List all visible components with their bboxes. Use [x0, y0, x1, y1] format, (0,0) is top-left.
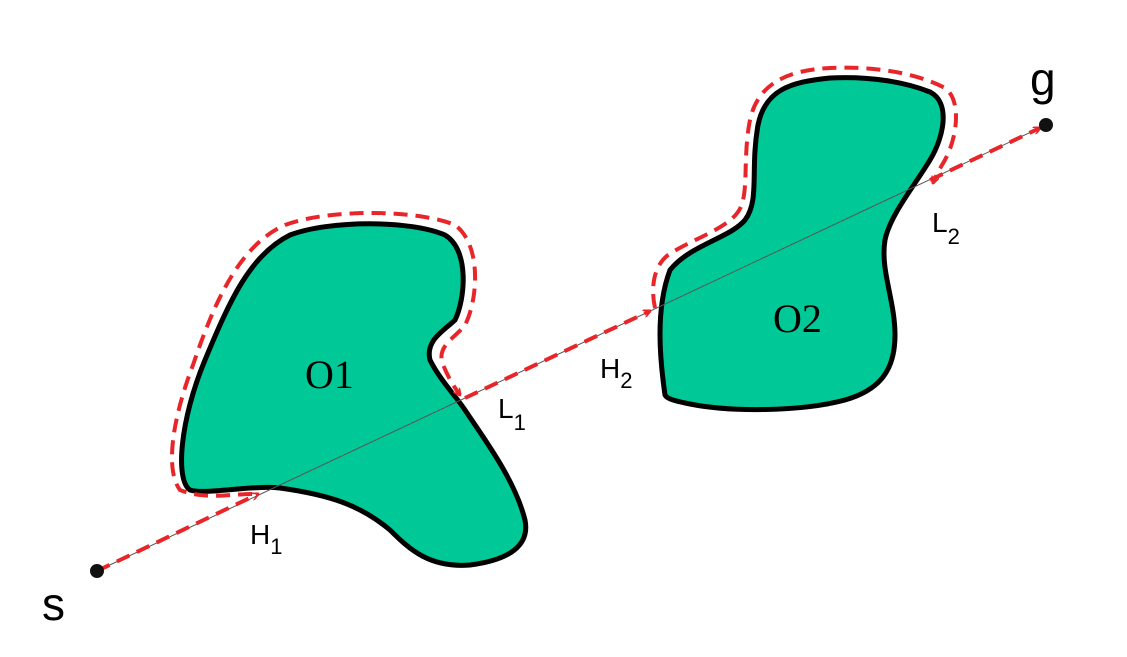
start-label: s — [42, 578, 65, 630]
hit-point-h1-label: H1 — [250, 519, 282, 559]
hit-point-h2-label: H2 — [600, 353, 632, 393]
path-segment-l2-to-g — [929, 126, 1040, 182]
leave-point-l2-label: L2 — [932, 207, 960, 249]
obstacle-o1-label: O1 — [305, 352, 354, 397]
path-segment-s-to-h1 — [96, 492, 258, 573]
goal-label: g — [1030, 53, 1056, 105]
obstacle-o2-shape — [657, 75, 946, 413]
start-point-dot — [90, 564, 104, 578]
obstacle-o1-shape — [179, 221, 529, 568]
leave-point-l1-label: L1 — [498, 393, 526, 435]
obstacle-o2-label: O2 — [773, 296, 822, 341]
path-boundary-follow-o2 — [651, 65, 958, 309]
goal-point-dot — [1039, 118, 1053, 132]
path-segment-l1-to-h2 — [464, 309, 650, 400]
path-boundary-follow-o1 — [170, 211, 478, 498]
